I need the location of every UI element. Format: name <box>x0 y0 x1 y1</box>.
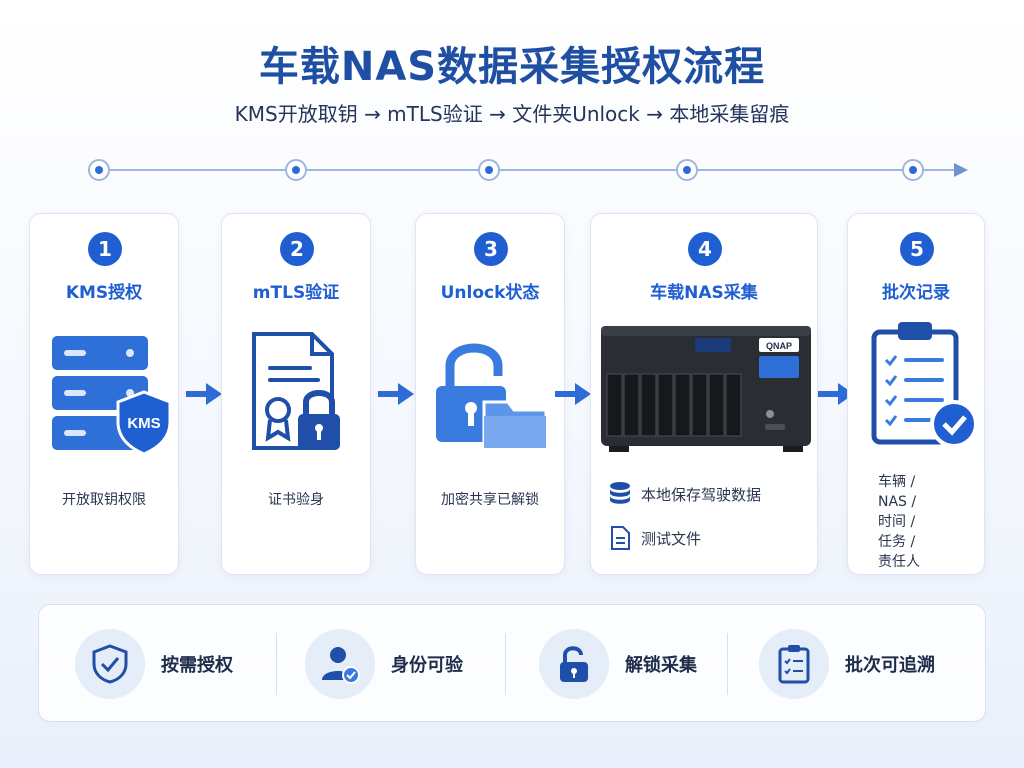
step-title: 车载NAS采集 <box>650 283 758 303</box>
feature-divider <box>505 633 506 695</box>
step-number: 5 <box>900 232 934 266</box>
feature-icon-circle <box>75 629 145 699</box>
feature-batch-traceable: 批次可追溯 <box>759 629 935 699</box>
step-title: KMS授权 <box>65 283 143 303</box>
timeline <box>88 156 978 184</box>
feature-unlock-collect: 解锁采集 <box>539 629 697 699</box>
database-icon <box>610 482 630 504</box>
feature-label: 批次可追溯 <box>845 655 935 676</box>
page-subtitle: KMS开放取钥 → mTLS验证 → 文件夹Unlock → 本地采集留痕 <box>234 102 790 126</box>
timeline-dot <box>676 159 698 181</box>
step-number: 3 <box>474 232 508 266</box>
feature-identity-verifiable: 身份可验 <box>305 629 463 699</box>
nas-item-label: 本地保存驾驶数据 <box>641 485 762 504</box>
timeline-dot <box>285 159 307 181</box>
record-field: NAS / <box>878 494 917 510</box>
flow-arrow-icon <box>186 383 222 405</box>
feature-icon-circle <box>305 629 375 699</box>
timeline-arrowhead <box>954 163 968 177</box>
clipboard-check-icon <box>871 322 978 448</box>
step-desc: 加密共享已解锁 <box>441 492 539 508</box>
page-title: 车载NAS数据采集授权流程 <box>258 44 766 90</box>
feature-icon-circle <box>759 629 829 699</box>
feature-label: 解锁采集 <box>625 655 697 676</box>
step-card-nas: 4 车载NAS采集 QNAP 本地保存驾驶数据 测试文件 <box>590 213 818 575</box>
unlock-folder-icon <box>436 343 548 450</box>
flow-arrow-icon <box>555 383 591 405</box>
record-field: 时间 / <box>878 514 916 530</box>
batch-record-fields: 车辆 / NAS / 时间 / 任务 / 责任人 <box>878 472 920 572</box>
nas-device-icon: QNAP <box>601 326 811 452</box>
nas-item-test-file: 测试文件 <box>609 526 701 550</box>
feature-on-demand-auth: 按需授权 <box>75 629 233 699</box>
feature-label: 按需授权 <box>161 655 233 676</box>
step-desc: 证书验身 <box>268 492 324 508</box>
step-card-mtls: 2 mTLS验证 证书验身 <box>221 213 371 575</box>
shield-check-icon <box>92 644 128 684</box>
feature-bar: 按需授权 身份可验 解锁采集 <box>38 604 986 722</box>
nas-brand-label: QNAP <box>766 341 792 351</box>
feature-icon-circle <box>539 629 609 699</box>
timeline-dot <box>88 159 110 181</box>
step-number: 4 <box>688 232 722 266</box>
step-card-batch-record: 5 批次记录 车辆 / NAS / 时间 / 任务 / 责任人 <box>847 213 985 575</box>
step-number: 1 <box>88 232 122 266</box>
record-field: 任务 / <box>878 534 916 550</box>
step-number: 2 <box>280 232 314 266</box>
timeline-dot <box>902 159 924 181</box>
unlock-icon <box>560 646 588 682</box>
feature-divider <box>276 633 277 695</box>
kms-badge-text: KMS <box>127 415 160 432</box>
record-field: 车辆 / <box>878 474 916 490</box>
record-field: 责任人 <box>878 554 920 570</box>
timeline-dot <box>478 159 500 181</box>
step-title: Unlock状态 <box>440 283 540 303</box>
nas-item-driving-data: 本地保存驾驶数据 <box>609 482 761 506</box>
server-shield-icon: KMS <box>52 336 172 456</box>
document-icon <box>611 526 630 550</box>
checklist-icon <box>778 645 810 684</box>
nas-item-label: 测试文件 <box>641 529 702 548</box>
flow-arrow-icon <box>818 383 854 405</box>
feature-divider <box>727 633 728 695</box>
user-check-icon <box>322 647 360 684</box>
certificate-lock-icon <box>252 332 340 450</box>
step-title: mTLS验证 <box>252 283 340 303</box>
timeline-line <box>88 169 958 171</box>
step-desc: 开放取钥权限 <box>62 492 146 508</box>
step-card-kms: 1 KMS授权 KMS 开放取钥权限 <box>29 213 179 575</box>
step-card-unlock: 3 Unlock状态 加密共享已解锁 <box>415 213 565 575</box>
step-title: 批次记录 <box>882 283 950 303</box>
flow-arrow-icon <box>378 383 414 405</box>
feature-label: 身份可验 <box>391 655 463 676</box>
